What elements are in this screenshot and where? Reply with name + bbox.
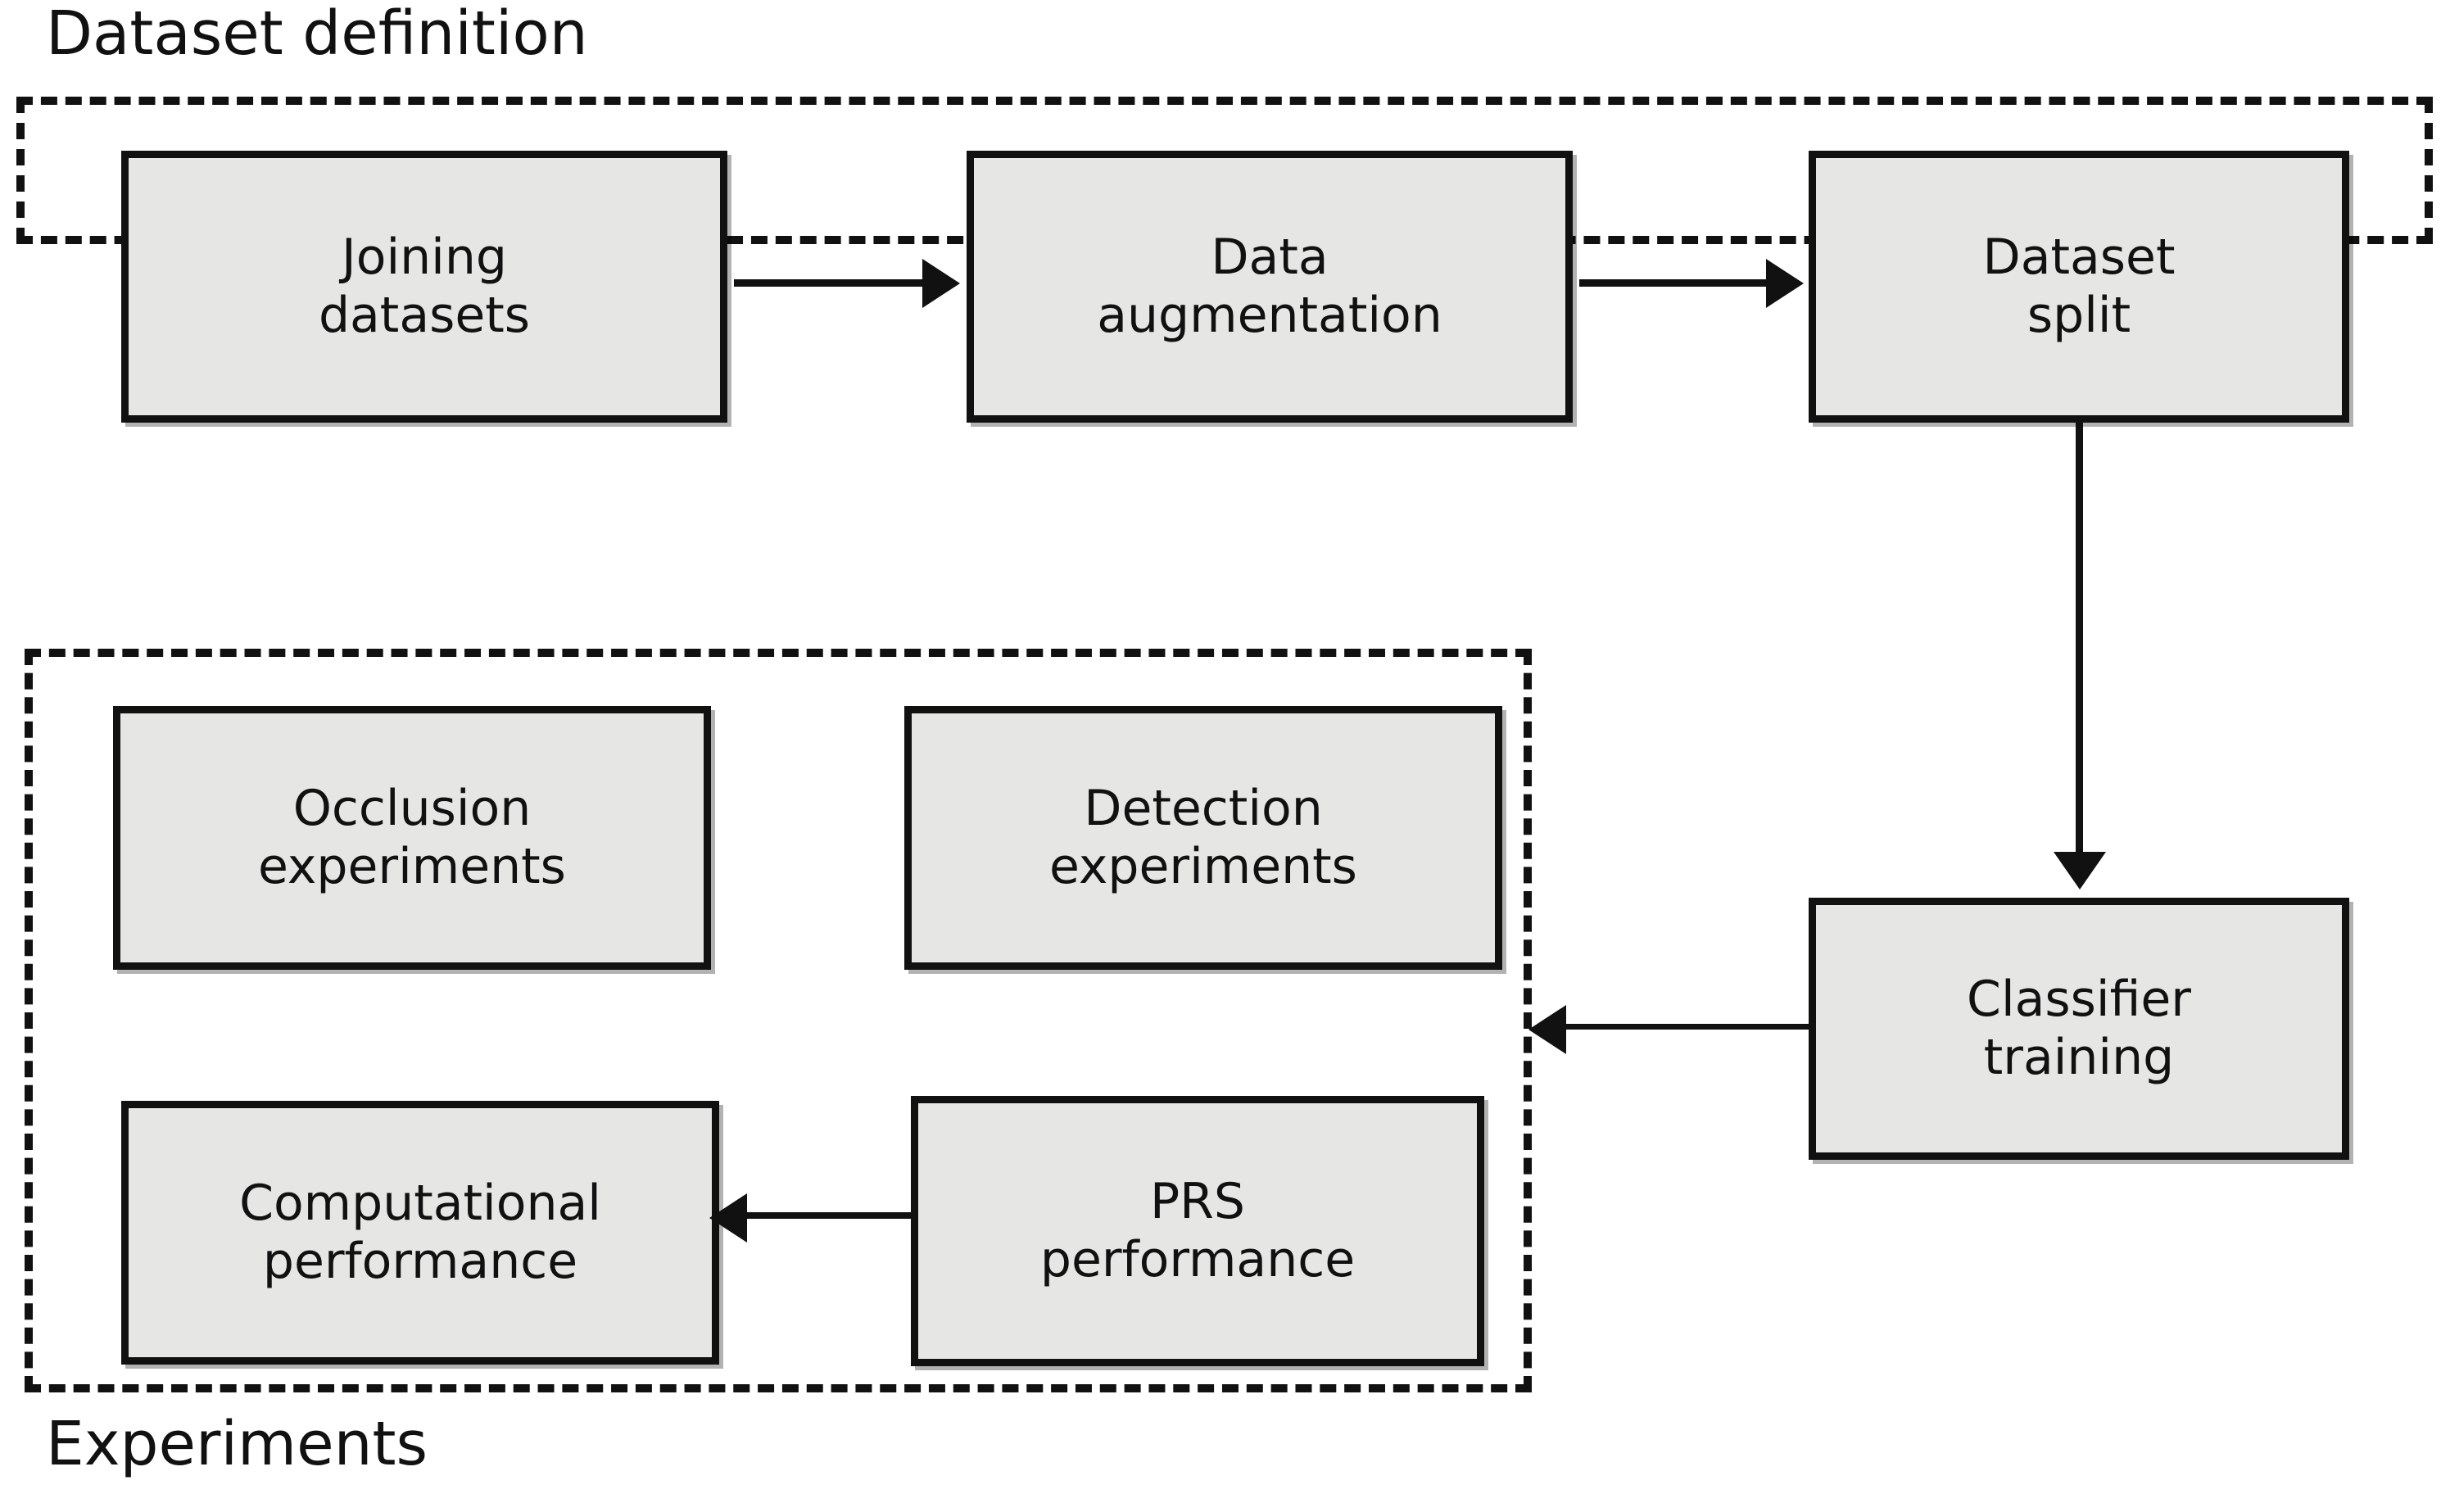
node-classifier-training-label: Classifier training xyxy=(1967,971,2191,1086)
node-prs-performance[interactable]: PRS performance xyxy=(911,1096,1484,1366)
group-experiments xyxy=(25,649,1532,1392)
node-joining-datasets[interactable]: Joining datasets xyxy=(121,151,727,423)
group-dataset-definition-label: Dataset definition xyxy=(46,0,588,69)
node-detection-experiments[interactable]: Detection experiments xyxy=(904,706,1502,970)
node-classifier-training[interactable]: Classifier training xyxy=(1809,898,2349,1160)
node-joining-datasets-label: Joining datasets xyxy=(318,229,531,344)
node-prs-performance-label: PRS performance xyxy=(1039,1173,1356,1288)
node-computational-performance[interactable]: Computational performance xyxy=(121,1101,719,1365)
group-experiments-label: Experiments xyxy=(46,1409,428,1479)
node-dataset-split[interactable]: Dataset split xyxy=(1809,151,2349,423)
node-detection-experiments-label: Detection experiments xyxy=(1049,780,1357,895)
node-data-augmentation-label: Data augmentation xyxy=(1097,229,1442,344)
node-dataset-split-label: Dataset split xyxy=(1982,229,2176,344)
node-data-augmentation[interactable]: Data augmentation xyxy=(967,151,1573,423)
node-occlusion-experiments[interactable]: Occlusion experiments xyxy=(113,706,711,970)
node-occlusion-experiments-label: Occlusion experiments xyxy=(258,780,566,895)
node-computational-performance-label: Computational performance xyxy=(239,1175,601,1290)
